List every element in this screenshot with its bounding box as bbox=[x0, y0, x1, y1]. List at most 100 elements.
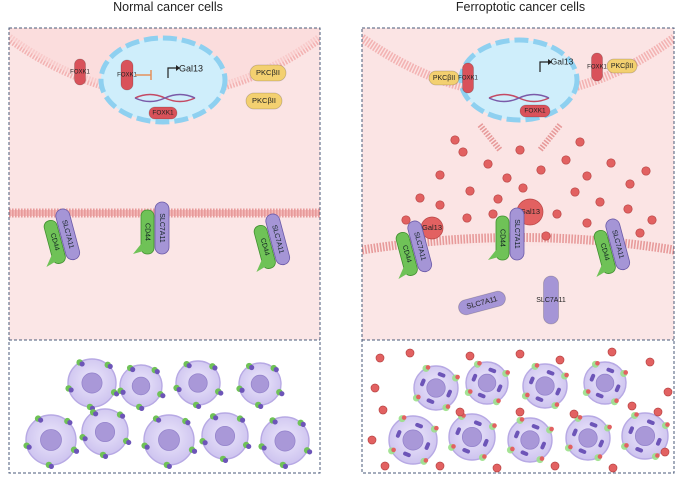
foxk1-nuclear: FOXK1 bbox=[458, 62, 478, 94]
surface-slc7a11 bbox=[279, 391, 285, 397]
gal13-dot bbox=[606, 158, 616, 168]
bound-gal13 bbox=[623, 370, 629, 375]
internalized-slc7a11 bbox=[531, 424, 540, 430]
cd44-foot bbox=[398, 267, 411, 279]
gal13-dot bbox=[607, 347, 617, 357]
foxk1-nuclear-repressor-shape bbox=[120, 59, 134, 91]
cell-nucleus bbox=[578, 428, 598, 448]
gal13-dot bbox=[435, 461, 445, 471]
bound-gal13 bbox=[434, 425, 439, 431]
cd44-protein bbox=[43, 219, 66, 264]
gal13-dot bbox=[570, 187, 580, 197]
gal13-dot bbox=[582, 218, 592, 228]
internalized-slc7a11 bbox=[424, 442, 431, 450]
label-gal13: Gal13 bbox=[422, 223, 442, 232]
cancer-cell bbox=[117, 364, 166, 412]
internalized-slc7a11 bbox=[520, 450, 529, 456]
cd44-foot bbox=[256, 260, 269, 272]
label-pkc: PKCβII bbox=[252, 96, 276, 105]
surface-slc7a11 bbox=[73, 448, 80, 454]
label-slc: SLC7A11 bbox=[158, 213, 165, 243]
pkcbii-cytoplasmic-shape bbox=[606, 58, 638, 74]
slc7a11-protein bbox=[154, 201, 170, 255]
internalized-slc7a11 bbox=[482, 438, 489, 447]
label-slc: SLC7A11 bbox=[536, 297, 566, 304]
gal13-dot bbox=[465, 351, 475, 361]
gal13-dot bbox=[552, 209, 562, 219]
bound-gal13 bbox=[634, 412, 639, 417]
cell-nucleus bbox=[634, 425, 656, 447]
bound-gal13 bbox=[568, 444, 573, 450]
surface-slc7a11 bbox=[185, 420, 191, 426]
internalized-slc7a11 bbox=[415, 422, 423, 429]
internalized-slc7a11 bbox=[646, 419, 655, 425]
internalized-slc7a11 bbox=[555, 387, 561, 396]
surface-slc7a11 bbox=[202, 440, 208, 446]
surface-slc7a11 bbox=[191, 448, 198, 454]
internalized-slc7a11 bbox=[488, 367, 497, 374]
label-gal13: Gal13 bbox=[551, 56, 574, 66]
gal13-dot bbox=[462, 213, 472, 223]
dna-helix bbox=[488, 93, 550, 103]
foxk1-promoter-bound-shape bbox=[519, 104, 551, 118]
cancer-cell bbox=[412, 364, 460, 412]
bound-gal13 bbox=[554, 402, 560, 407]
label-pkc: PKCβII bbox=[433, 75, 455, 82]
slc7a11-internalized: SLC7A11 bbox=[536, 275, 566, 325]
bound-gal13 bbox=[477, 360, 482, 366]
cancer-cell bbox=[65, 358, 120, 412]
bound-gal13 bbox=[496, 398, 501, 404]
cd44-protein bbox=[593, 229, 616, 274]
gal13-dot bbox=[401, 215, 411, 225]
cd44-foot bbox=[133, 244, 147, 254]
label-gal13: Gal13 bbox=[179, 63, 203, 73]
slc7a11-protein bbox=[509, 207, 525, 261]
label-foxk1: FOXK1 bbox=[587, 65, 607, 71]
bound-gal13 bbox=[445, 404, 451, 409]
label-foxk1: FOXK1 bbox=[70, 70, 90, 76]
surface-slc7a11 bbox=[186, 363, 192, 369]
foxk1-exported-shape bbox=[591, 52, 603, 82]
surface-slc7a11 bbox=[154, 369, 160, 375]
label-cd44: CD44 bbox=[259, 237, 270, 256]
gal13-dot bbox=[458, 147, 468, 157]
surface-slc7a11 bbox=[261, 445, 267, 451]
bound-gal13 bbox=[467, 389, 473, 394]
gal13-dot bbox=[635, 228, 645, 238]
surface-slc7a11 bbox=[155, 417, 162, 423]
pkcbii-cytoplasmic: PKCβII bbox=[428, 70, 460, 86]
internalized-slc7a11 bbox=[540, 441, 546, 450]
cancer-cell bbox=[23, 414, 80, 470]
slc7a11-protein bbox=[605, 218, 631, 271]
cell-nucleus bbox=[402, 429, 424, 451]
cd44-protein bbox=[495, 215, 510, 261]
pkcbii-cytoplasmic-shape bbox=[249, 64, 287, 82]
bound-gal13 bbox=[539, 456, 545, 461]
bound-gal13 bbox=[607, 424, 612, 430]
internalized-slc7a11 bbox=[589, 373, 596, 382]
label-cd44: CD44 bbox=[401, 244, 412, 263]
gal13-dot bbox=[493, 194, 503, 204]
cell-nucleus bbox=[274, 430, 296, 452]
gal13-dot bbox=[582, 171, 592, 181]
internalized-slc7a11 bbox=[477, 392, 486, 399]
bound-gal13 bbox=[519, 417, 525, 422]
bound-gal13 bbox=[624, 443, 629, 448]
bound-gal13 bbox=[585, 389, 591, 394]
cancer-cell bbox=[506, 416, 554, 464]
surface-slc7a11 bbox=[68, 387, 74, 393]
gal13-dot bbox=[375, 353, 385, 363]
internalized-slc7a11 bbox=[426, 398, 435, 404]
bound-gal13 bbox=[510, 446, 515, 452]
bound-gal13 bbox=[416, 394, 421, 400]
surface-slc7a11 bbox=[48, 463, 54, 470]
surface-slc7a11 bbox=[93, 411, 99, 417]
internalized-slc7a11 bbox=[572, 428, 578, 437]
surface-slc7a11 bbox=[213, 415, 219, 421]
promoter-arrow bbox=[167, 67, 178, 78]
gal13-dot bbox=[608, 463, 618, 473]
gal13-dot bbox=[502, 173, 512, 183]
